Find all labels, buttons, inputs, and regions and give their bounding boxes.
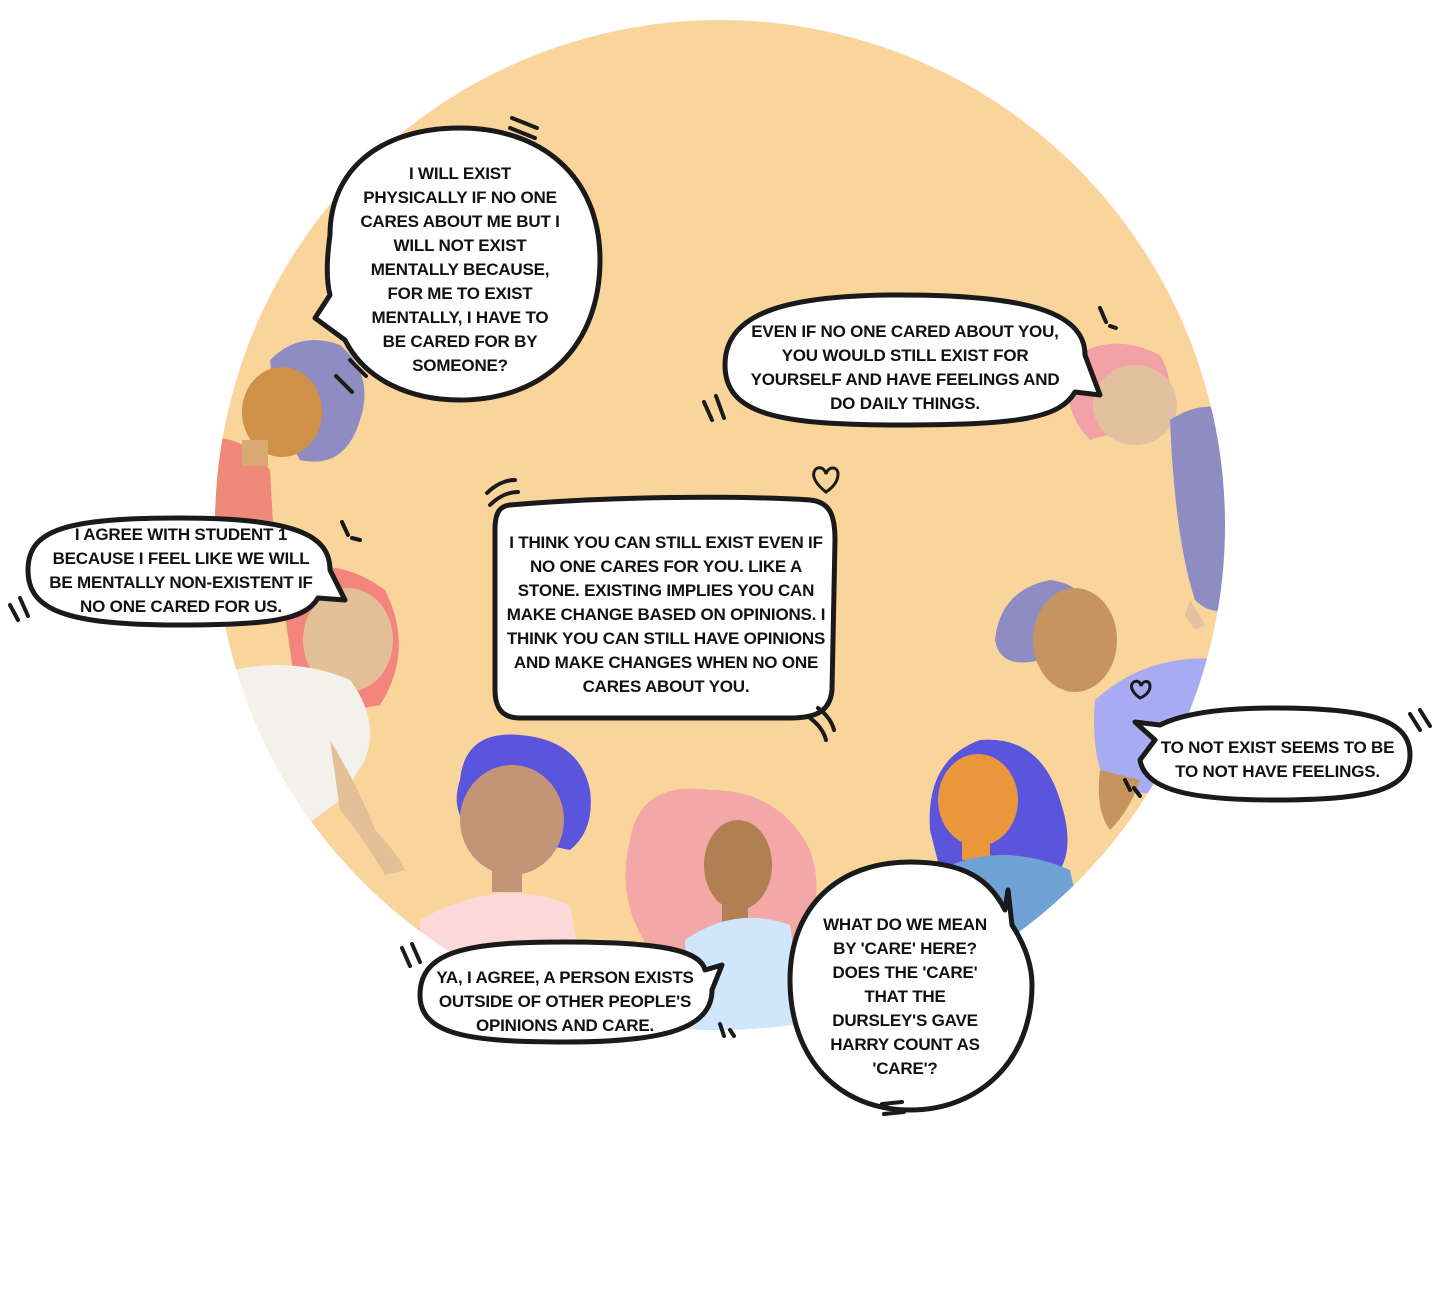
bubble-not-have-feelings-text: To not exist seems to be to not have fee… [1160,738,1395,781]
accent-mark-icon [808,706,836,742]
bubble-not-have-feelings [1132,705,1413,803]
accent-marks [8,116,1432,1116]
bubble-ya-i-agree [417,939,725,1045]
accent-mark-icon [1123,778,1142,798]
bubble-even-if-no-one-cared-text: Even if no one cared about you, you woul… [750,322,1060,413]
person-right-upper [1067,343,1225,630]
bubble-what-do-we-mean-text: What do we mean by 'care' here? Does the… [823,915,987,1078]
person-bottom-middle [625,788,817,1030]
bubble-agree-student-1-text: I agree with student 1 because I feel li… [49,525,313,616]
bubble-agree-student-1 [25,515,348,628]
accent-mark-icon [508,116,539,140]
accent-mark-icon [880,1100,906,1116]
bubble-even-if-no-one-cared [722,292,1103,428]
bubble-exist-physically [312,125,603,403]
bubble-ya-i-agree-text: Ya, I agree, a person exists outside of … [436,968,694,1035]
accent-mark-icon [340,520,362,542]
accent-mark-icon [400,942,422,968]
accent-mark-icon [334,358,368,394]
bubble-like-a-stone-text: I think you can still exist even if no o… [506,533,826,696]
bubble-what-do-we-mean [787,859,1035,1113]
accent-mark-icon [485,478,520,507]
accent-mark-icon [702,394,726,422]
heart-doodle-icon [812,466,840,494]
person-bottom-left [420,734,591,960]
accent-mark-icon [718,1022,736,1038]
accent-mark-icon [1408,708,1432,732]
accent-mark-icon [8,596,30,622]
bubble-like-a-stone [492,494,838,721]
accent-mark-icon [1098,306,1118,330]
bubble-exist-physically-text: I will exist physically if no one cares … [360,164,560,375]
heart-doodle-icon [1130,679,1152,700]
